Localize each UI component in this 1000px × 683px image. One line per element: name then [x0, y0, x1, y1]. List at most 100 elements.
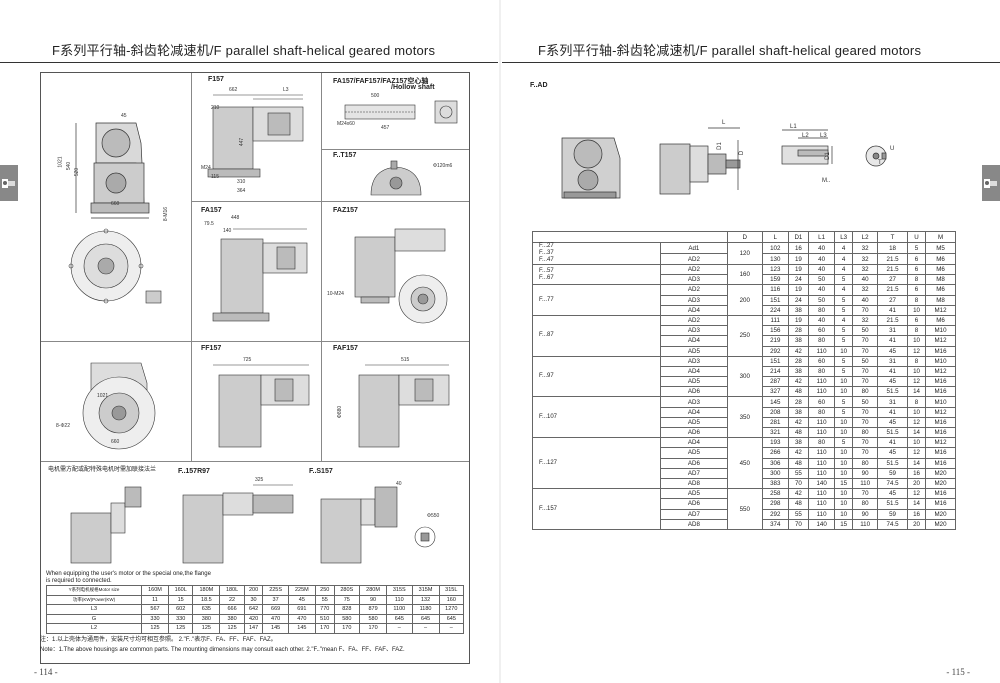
cell: 70	[852, 447, 879, 459]
cell: 24	[787, 294, 810, 306]
model-name: F...77	[539, 296, 554, 303]
dim-310: 310	[237, 179, 246, 185]
d-cell: 200	[726, 284, 763, 316]
cell: 40	[808, 253, 836, 265]
model-name: F...37	[539, 250, 554, 256]
cell: M5	[925, 242, 956, 254]
model-cell: F...77	[532, 284, 661, 316]
column-header: L2	[852, 231, 879, 243]
cell: 30	[243, 594, 264, 605]
model-name: F...47	[539, 257, 554, 263]
cell: 48	[787, 386, 810, 398]
cell: 19	[787, 253, 810, 265]
cell: 38	[787, 406, 810, 418]
cell: 292	[761, 508, 789, 520]
cell: 669	[262, 604, 289, 615]
cell: M6	[925, 263, 956, 276]
cell: 40	[852, 274, 879, 286]
ad-cell: AD7	[659, 508, 728, 520]
cell: 159	[761, 274, 789, 286]
cell: 180L	[219, 585, 245, 596]
cell: M16	[925, 416, 956, 429]
cell: 110	[386, 594, 413, 605]
cell: 110	[852, 477, 879, 490]
dim-8-phi22: 8-Φ22	[56, 423, 70, 429]
ad-cell: AD3	[659, 325, 728, 337]
ad-cell: AD8	[659, 518, 728, 530]
cell: 420	[243, 613, 264, 624]
dim-45: 45	[121, 113, 127, 119]
cell: –	[386, 623, 413, 634]
column-header: M	[925, 231, 956, 243]
cell: 70	[787, 477, 810, 490]
cell: 666	[219, 604, 245, 615]
page-header: F系列平行轴-斜齿轮减速机/F parallel shaft-helical g…	[538, 43, 922, 58]
cell: 51.5	[877, 426, 908, 439]
cell: 45	[877, 488, 908, 500]
cell: 90	[852, 467, 879, 479]
cell: 5	[834, 396, 854, 408]
cell: 635	[192, 604, 221, 615]
cell: 315L	[438, 585, 465, 596]
ad-cell: AD3	[659, 396, 728, 408]
column-header: L1	[808, 231, 836, 243]
divider	[321, 73, 322, 461]
cell: 21.5	[877, 314, 908, 327]
cell: 16	[787, 242, 810, 254]
cell: 60	[808, 355, 836, 367]
d-cell: 160	[726, 263, 763, 286]
cell: 70	[852, 376, 879, 388]
cell: 10	[834, 416, 854, 429]
cell: 55	[787, 467, 810, 479]
cell: 10	[834, 426, 854, 439]
cell: 280S	[333, 585, 361, 596]
cell: 14	[906, 386, 927, 398]
cell: M12	[925, 406, 956, 418]
cell: 80	[808, 406, 836, 418]
cell: 38	[787, 335, 810, 347]
cell: 125	[192, 623, 221, 634]
page-fold	[499, 0, 501, 683]
cell: 8	[906, 274, 927, 286]
cell: 28	[787, 355, 810, 367]
cell: 10	[834, 498, 854, 510]
cell: 19	[787, 314, 810, 327]
cell: 41	[877, 406, 908, 418]
cell: M8	[925, 274, 956, 286]
column-header: T	[877, 231, 908, 243]
motor-size-table: Y系列电机规格Motor size 160M 160L 180M 180L 20…	[46, 585, 465, 634]
cell: M10	[925, 355, 956, 367]
fs157-drawing	[320, 486, 436, 564]
column-header: L	[761, 231, 789, 243]
panel-label-f157: F157	[208, 76, 224, 83]
divider	[321, 149, 469, 150]
row-header: L3	[46, 604, 142, 615]
cell: 219	[761, 335, 789, 347]
cell: M6	[925, 314, 956, 327]
dim-447: 447	[239, 137, 246, 147]
cell: 74.5	[877, 477, 908, 490]
dim-364: 364	[237, 188, 246, 194]
cell: 14	[906, 457, 927, 469]
header-rule	[0, 62, 498, 63]
cell: 45	[877, 447, 908, 459]
cell: 6	[906, 314, 927, 327]
cell: 315S	[386, 585, 413, 596]
cell: 31	[877, 355, 908, 367]
cell: 170	[314, 623, 335, 634]
row-header: 功率(KW)Power(KW)	[46, 594, 142, 605]
cell: 14	[906, 498, 927, 510]
fad-side-view-drawing	[659, 127, 741, 195]
cell: 50	[852, 355, 879, 367]
ff157-flange-drawing	[82, 362, 156, 450]
ad-cell: AD6	[659, 426, 728, 439]
dim-l2: L2	[802, 133, 809, 139]
cell: 70	[852, 335, 879, 347]
cell: 12	[906, 488, 927, 500]
cell: 80	[852, 457, 879, 469]
cell: 42	[787, 447, 810, 459]
cell: 51.5	[877, 457, 908, 469]
ad-cell: AD8	[659, 477, 728, 490]
